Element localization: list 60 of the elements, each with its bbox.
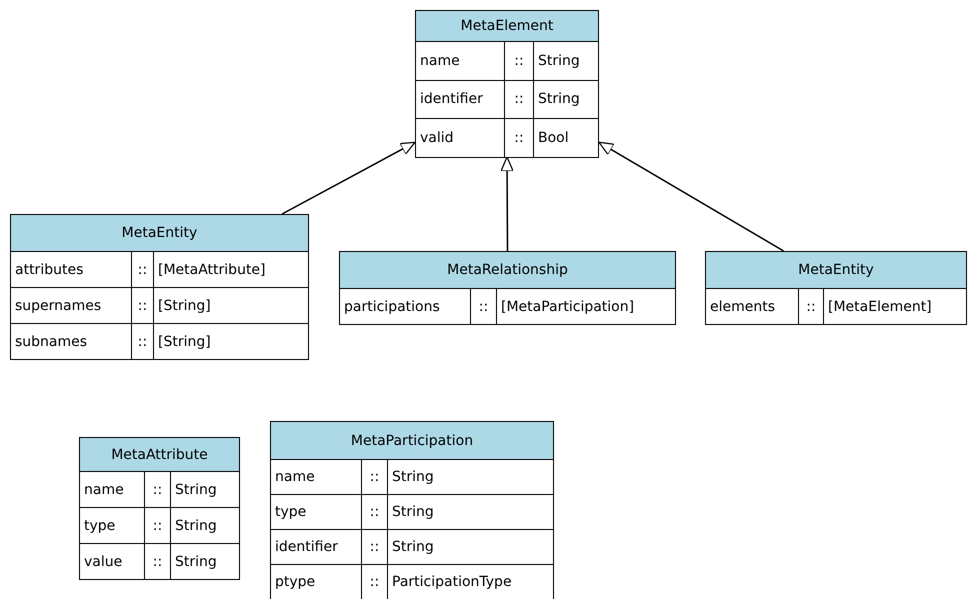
field-name: attributes: [15, 262, 84, 278]
field-type: ParticipationType: [392, 574, 512, 590]
field-name: elements: [710, 298, 776, 314]
type-separator: ::: [152, 518, 162, 534]
field-type: [String]: [158, 334, 211, 350]
type-separator: ::: [152, 554, 162, 570]
field-type: Bool: [538, 130, 569, 146]
class-box: [339, 251, 676, 325]
field-name: type: [275, 504, 306, 520]
field-name: subnames: [15, 334, 88, 350]
class-box: [79, 437, 240, 580]
field-name: name: [275, 469, 315, 485]
type-separator: ::: [806, 298, 816, 314]
type-separator: ::: [138, 262, 148, 278]
type-separator: ::: [514, 91, 524, 108]
field-name: type: [84, 518, 116, 534]
class-name: MetaEntity: [11, 215, 308, 251]
type-separator: ::: [514, 130, 524, 146]
field-type: [MetaParticipation]: [501, 298, 634, 314]
field-type: String: [392, 504, 434, 520]
field-type: String: [392, 469, 434, 485]
class-name: MetaRelationship: [340, 252, 675, 288]
field-name: name: [84, 482, 124, 498]
field-name: ptype: [275, 574, 316, 590]
field-type: String: [175, 554, 217, 570]
class-name: MetaParticipation: [271, 422, 553, 459]
field-type: String: [175, 482, 217, 498]
inheritance-arrow: [598, 142, 784, 252]
field-name: identifier: [275, 539, 338, 555]
field-name: name: [420, 52, 460, 69]
field-type: String: [175, 518, 217, 534]
field-name: identifier: [420, 91, 483, 108]
field-type: String: [538, 91, 580, 108]
type-separator: ::: [370, 469, 380, 485]
field-type: String: [538, 52, 580, 69]
inheritance-arrow: [282, 142, 416, 215]
type-separator: ::: [478, 298, 488, 314]
field-type: [String]: [158, 298, 211, 314]
class-name: MetaElement: [416, 11, 598, 41]
class-box: [415, 10, 599, 158]
inheritance-arrow: [500, 156, 514, 251]
class-box: [270, 421, 554, 599]
type-separator: ::: [138, 298, 148, 314]
type-separator: ::: [370, 504, 380, 520]
class-box: [10, 214, 309, 360]
type-separator: ::: [514, 52, 524, 69]
field-type: String: [392, 539, 434, 555]
class-name: MetaEntity: [706, 252, 966, 288]
field-type: [MetaAttribute]: [158, 262, 266, 278]
class-name: MetaAttribute: [80, 438, 239, 471]
field-name: supernames: [15, 298, 102, 314]
class-box: [705, 251, 967, 325]
field-name: value: [84, 554, 122, 570]
field-name: valid: [420, 130, 454, 146]
type-separator: ::: [370, 574, 380, 590]
type-separator: ::: [370, 539, 380, 555]
field-type: [MetaElement]: [828, 298, 932, 314]
type-separator: ::: [138, 334, 148, 350]
field-name: participations: [344, 298, 440, 314]
type-separator: ::: [152, 482, 162, 498]
